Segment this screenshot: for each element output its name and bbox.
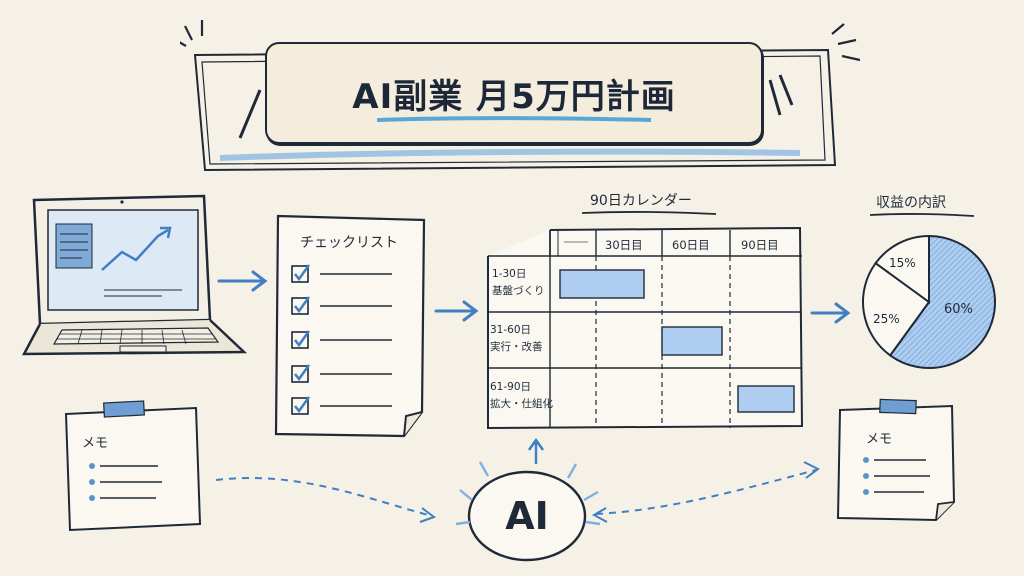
revenue-title: 収益の内訳 [876, 195, 946, 211]
checklist-item-5 [291, 396, 392, 415]
arrow-calendar-to-chart [810, 302, 851, 324]
pie-slice-3 [874, 234, 930, 304]
pie-label-60: 60% [944, 302, 973, 317]
calendar-bar-3 [737, 385, 795, 413]
memo-right-title: メモ [866, 432, 893, 447]
memo-left-title: メモ [82, 436, 109, 451]
calendar-title: 90日カレンダー [590, 193, 692, 209]
checklist-title: チェックリスト [300, 235, 398, 251]
calendar-row-2-label: 実行・改善 [490, 341, 543, 353]
memo-right-paper [836, 398, 956, 522]
calendar-row-3-label: 拡大・仕組化 [490, 398, 553, 410]
calendar-bar-2 [661, 326, 723, 356]
calendar-row-1: 1-30日 基盤づくり [492, 266, 545, 300]
revenue-pie-chart [862, 234, 996, 369]
calendar-col-3: 90日目 [741, 238, 779, 252]
memo-left-paper [64, 400, 202, 532]
pie-slice-1 [888, 234, 996, 369]
calendar-grid [487, 226, 804, 430]
calendar-row-3-range: 61-90日 [490, 381, 532, 393]
checklist-item-2 [291, 296, 392, 315]
pie-label-15: 15% [889, 256, 916, 270]
calendar-col-2: 60日目 [672, 238, 710, 252]
calendar-row-2: 31-60日 実行・改善 [490, 322, 543, 356]
pie-slice-2 [862, 261, 931, 357]
calendar-row-2-range: 31-60日 [490, 324, 532, 336]
ai-badge-label: AI [505, 494, 549, 538]
page-title: AI副業 月5万円計画 [352, 76, 676, 117]
calendar-col-1: 30日目 [605, 238, 643, 252]
laptop-icon [22, 194, 248, 356]
calendar-title-underline [581, 211, 717, 215]
calendar-row-1-range: 1-30日 [492, 268, 527, 280]
arrow-checklist-to-calendar [434, 300, 479, 322]
revenue-title-underline [869, 213, 975, 217]
title-card: AI副業 月5万円計画 [265, 42, 763, 144]
calendar-row-1-label: 基盤づくり [492, 285, 545, 297]
arrow-laptop-to-checklist [217, 270, 268, 292]
checklist-item-3 [291, 330, 392, 349]
calendar-bar-1 [559, 269, 645, 299]
title-underline [376, 116, 652, 122]
pie-label-25: 25% [873, 312, 900, 326]
checklist-item-1 [291, 264, 392, 283]
dashed-connectors [215, 437, 820, 523]
ai-badge-circle [455, 461, 601, 562]
checklist-item-4 [291, 364, 392, 383]
calendar-row-3: 61-90日 拡大・仕組化 [490, 379, 553, 413]
checklist-items [291, 264, 392, 415]
checklist-paper [274, 214, 426, 438]
